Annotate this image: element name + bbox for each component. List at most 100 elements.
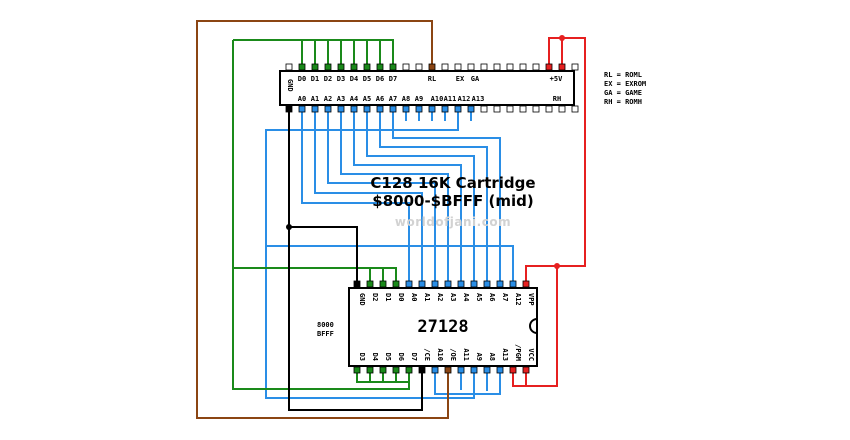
ground-line (288, 109, 423, 411)
address-line (379, 109, 488, 284)
chip-pin-label: /PGM (514, 344, 522, 361)
connector-label: A1 (311, 95, 319, 103)
address-line (327, 109, 436, 284)
watermark: worldofjani.com (395, 215, 511, 229)
chip-pin-label: /CE (423, 348, 431, 361)
power-line (548, 37, 563, 67)
address-line (434, 370, 501, 395)
connector-pin (311, 63, 319, 71)
connector-pin (324, 63, 332, 71)
connector-pin (298, 105, 306, 113)
chip-pin-label: A6 (488, 293, 496, 301)
connector-pin (428, 105, 436, 113)
chip-pin (457, 366, 465, 374)
connector-label: GA (471, 75, 480, 83)
connector-pin (415, 105, 423, 113)
range-label-end: BFFF (317, 330, 334, 338)
connector-pin (337, 63, 345, 71)
connector-label: GND (286, 79, 294, 92)
chip-pin (483, 280, 491, 288)
chip-pin-label: VPP (527, 293, 535, 306)
data-line (233, 267, 397, 284)
chip-pin-label: VCC (527, 348, 535, 361)
chip-pin-label: D2 (371, 293, 379, 301)
connector-pin (285, 63, 293, 71)
chip-pin (509, 366, 517, 374)
chip-pin-label: A3 (449, 293, 457, 301)
chip-pin (379, 280, 387, 288)
connector-label: A3 (337, 95, 345, 103)
chip-pin (431, 366, 439, 374)
connector-pin (506, 63, 514, 71)
connector-pin (285, 105, 293, 113)
connector-label: A0 (298, 95, 306, 103)
connector-pin (298, 63, 306, 71)
connector-pin (480, 63, 488, 71)
wire-junction (286, 224, 292, 230)
chip-pin (379, 366, 387, 374)
connector-pin (571, 63, 579, 71)
power-line (557, 37, 586, 267)
data-line (356, 370, 409, 383)
chip-pin-label: D4 (371, 353, 379, 361)
connector-pin (428, 63, 436, 71)
chip-pin (405, 366, 413, 374)
connector-pin (415, 63, 423, 71)
address-line (340, 109, 449, 284)
connector-pin (506, 105, 514, 113)
connector-pin (363, 105, 371, 113)
chip-pin-label: A2 (436, 293, 444, 301)
chip-pin (509, 280, 517, 288)
chip-pin (431, 280, 439, 288)
connector-label: EX (456, 75, 465, 83)
chip-pin (418, 280, 426, 288)
chip-pin-label: D0 (397, 293, 405, 301)
connector-label: RH (553, 95, 561, 103)
connector-pin (350, 63, 358, 71)
connector-pin (376, 105, 384, 113)
address-line (265, 246, 475, 399)
chip-pin (392, 280, 400, 288)
chip-pin (496, 280, 504, 288)
roml-line (196, 20, 449, 419)
chip-pin-label: D3 (358, 353, 366, 361)
chip-pin (444, 280, 452, 288)
chip-notch (529, 318, 538, 334)
address-line (366, 109, 475, 284)
chip-pin-label: D7 (410, 353, 418, 361)
connector-pin (532, 63, 540, 71)
eprom-chip-pins (353, 280, 530, 374)
chip-pin-label: A5 (475, 293, 483, 301)
connector-pin (467, 63, 475, 71)
connector-pin (402, 105, 410, 113)
connector-pin (441, 105, 449, 113)
chip-pin-label: A10 (436, 348, 444, 361)
connector-pin (337, 105, 345, 113)
connector-pin (493, 63, 501, 71)
connector-label: D0 (298, 75, 306, 83)
connector-pin (454, 63, 462, 71)
data-line (233, 39, 394, 67)
chip-pin-label: A0 (410, 293, 418, 301)
connector-pin (389, 63, 397, 71)
connector-pin (519, 105, 527, 113)
connector-pin (324, 105, 332, 113)
legend-item: RL = ROML (604, 71, 642, 79)
legend-item: RH = ROMH (604, 98, 642, 106)
chip-pin (353, 280, 361, 288)
address-line (301, 109, 410, 284)
connector-pin (545, 105, 553, 113)
chip-pin (392, 366, 400, 374)
connector-pin (571, 105, 579, 113)
chip-pin (457, 280, 465, 288)
connector-pin (519, 63, 527, 71)
chip-pin (418, 366, 426, 374)
chip-pin (366, 366, 374, 374)
chip-pin (522, 280, 530, 288)
wires-layer (196, 20, 586, 419)
chip-pin-label: A7 (501, 293, 509, 301)
connector-label: D7 (389, 75, 397, 83)
connector-pin (376, 63, 384, 71)
chip-pin-label: A4 (462, 293, 470, 301)
